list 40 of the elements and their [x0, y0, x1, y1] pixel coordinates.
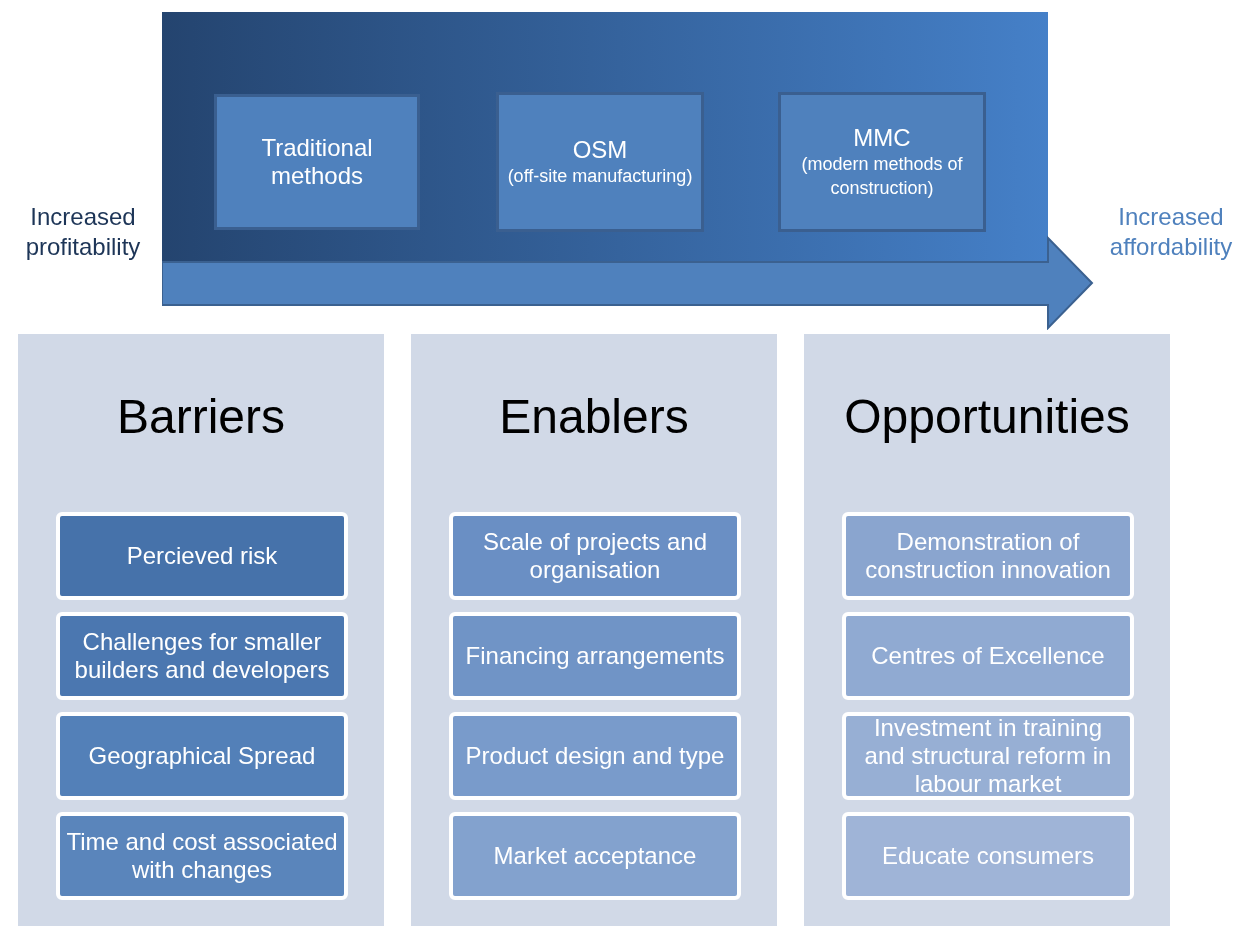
method-box — [496, 92, 704, 232]
box-title: MMC — [852, 124, 912, 152]
box-title: Traditional methods — [260, 134, 374, 190]
column-panel — [411, 334, 777, 926]
box-title: Challenges for smaller builders and developers — [73, 628, 331, 684]
column-heading: Opportunities — [843, 389, 1131, 444]
box-title: Financing arrangements — [464, 642, 726, 670]
factor-box — [56, 512, 348, 600]
box-title: Time and cost associated with changes — [65, 828, 339, 884]
box-title: Investment in training and structural reform in labour market — [863, 714, 1113, 798]
box-subtitle: (modern methods of construction) — [800, 153, 964, 200]
method-box — [778, 92, 986, 232]
column-panel — [804, 334, 1170, 926]
box-title: Scale of projects and organisation — [481, 528, 709, 584]
box-title: OSM — [571, 136, 629, 164]
box-title: Geographical Spread — [87, 742, 317, 770]
factor-box — [449, 612, 741, 700]
box-title: Demonstration of construction innovation — [864, 528, 1112, 584]
column-panel — [18, 334, 384, 926]
box-title: Percieved risk — [125, 542, 279, 570]
factor-box — [842, 712, 1134, 800]
box-title: Product design and type — [464, 742, 726, 770]
box-subtitle: (off-site manufacturing) — [506, 165, 694, 188]
factor-box — [449, 512, 741, 600]
factor-box — [842, 612, 1134, 700]
side-label: Increased affordability — [1108, 202, 1234, 262]
box-title: Centres of Excellence — [870, 642, 1106, 670]
box-title: Educate consumers — [880, 842, 1096, 870]
factor-box — [56, 812, 348, 900]
column-heading: Enablers — [498, 389, 690, 444]
factor-box — [56, 712, 348, 800]
factor-box — [842, 512, 1134, 600]
factor-box — [842, 812, 1134, 900]
method-box — [214, 94, 420, 230]
side-label: Increased profitability — [24, 202, 142, 262]
column-heading: Barriers — [116, 389, 286, 444]
box-title: Market acceptance — [492, 842, 698, 870]
factor-box — [449, 812, 741, 900]
factor-box — [56, 612, 348, 700]
factor-box — [449, 712, 741, 800]
